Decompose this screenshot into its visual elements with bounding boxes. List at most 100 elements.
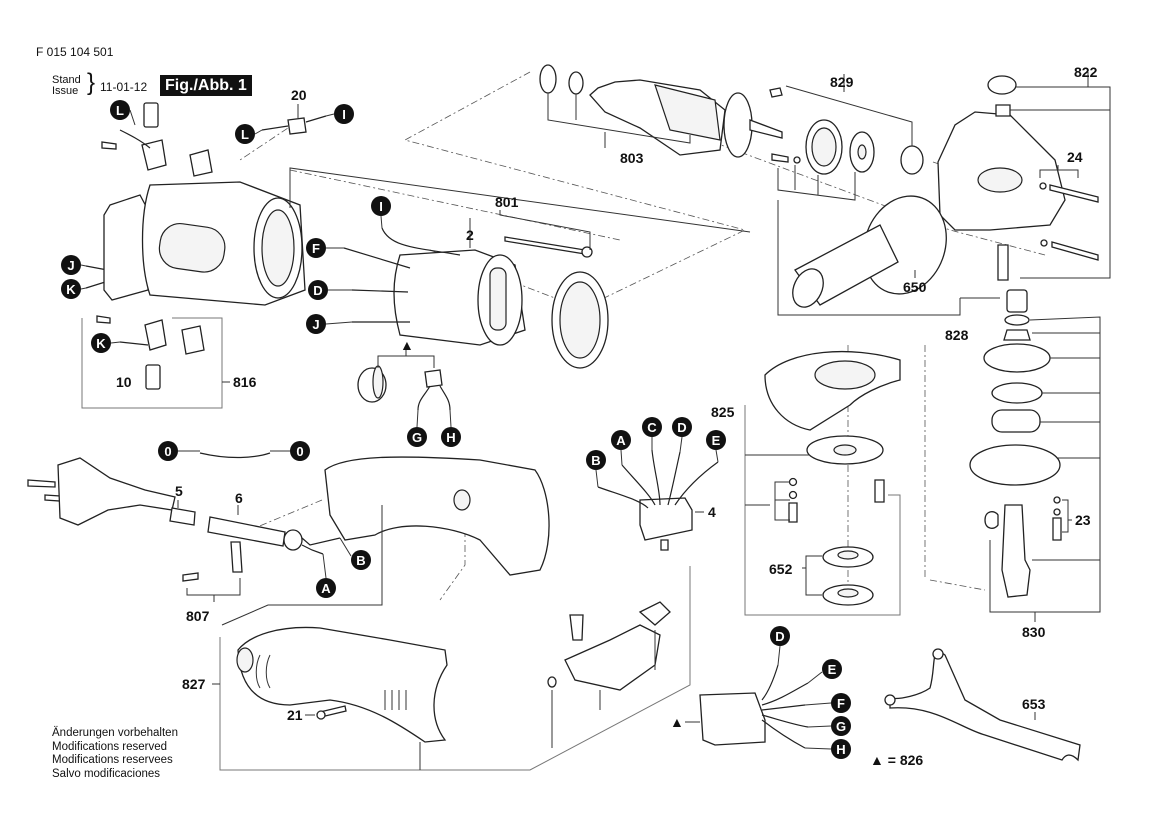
part-number-801: 801 xyxy=(495,194,519,210)
callout-I-stator: I xyxy=(371,196,391,216)
gear-housing-screws xyxy=(1039,182,1099,261)
svg-text:H: H xyxy=(836,742,845,757)
guard-screws xyxy=(788,477,885,523)
motor-housing xyxy=(103,181,306,306)
callout-D-stator: D xyxy=(308,280,328,300)
part-number-24: 24 xyxy=(1067,149,1083,165)
svg-text:G: G xyxy=(836,719,846,734)
svg-text:B: B xyxy=(591,453,600,468)
callout-D-module: D xyxy=(770,626,790,646)
lock-lever-mechanism xyxy=(547,601,671,691)
carbon-brush-lower xyxy=(145,364,161,390)
svg-text:I: I xyxy=(379,199,383,214)
note-fr: Modifications reservees xyxy=(52,754,173,766)
part-number-20: 20 xyxy=(291,87,307,103)
svg-text:C: C xyxy=(647,420,657,435)
group-box-825 xyxy=(744,405,901,616)
two-pin-spanner xyxy=(884,648,1081,762)
callout-G-upper: G xyxy=(407,427,427,447)
callout-0-left: 0 xyxy=(158,441,178,461)
svg-text:B: B xyxy=(356,553,365,568)
svg-text:0: 0 xyxy=(296,444,303,459)
triangle-marker-upper: ▲ xyxy=(400,337,414,353)
part-number-828: 828 xyxy=(945,327,969,343)
bearing-flange xyxy=(983,343,1051,373)
part-number-827: 827 xyxy=(182,676,206,692)
part-number-21: 21 xyxy=(287,707,303,723)
legend-text: = 826 xyxy=(887,752,924,768)
screw-upper xyxy=(101,141,117,150)
part-number-803: 803 xyxy=(620,150,644,166)
callout-B-cable: B xyxy=(351,550,371,570)
electronic-module-lower xyxy=(699,664,809,749)
part-number-816: 816 xyxy=(233,374,257,390)
svg-text:A: A xyxy=(321,581,331,596)
svg-text:I: I xyxy=(342,107,346,122)
locking-pin xyxy=(997,244,1009,281)
svg-text:G: G xyxy=(412,430,422,445)
stand-label: Stand xyxy=(52,74,81,86)
brush-holder-lower xyxy=(144,319,167,351)
triangle-icon: ▲ xyxy=(870,752,884,768)
part-number-822: 822 xyxy=(1074,64,1098,80)
brush-spring-lower xyxy=(181,325,205,355)
callout-G-module: G xyxy=(831,716,851,736)
svg-text:E: E xyxy=(828,662,837,677)
brush-spring-upper xyxy=(189,149,213,177)
protective-guard xyxy=(764,350,901,465)
callout-H-upper: H xyxy=(441,427,461,447)
screw-21 xyxy=(316,705,347,720)
svg-text:H: H xyxy=(446,430,455,445)
callout-L-20: L xyxy=(235,124,255,144)
svg-text:J: J xyxy=(67,258,74,273)
switch-module xyxy=(597,449,719,551)
callout-F-stator: F xyxy=(306,238,326,258)
carbon-brush-upper xyxy=(143,102,159,128)
note-es: Salvo modificaciones xyxy=(52,767,161,780)
callout-B-switch: B xyxy=(586,450,606,470)
through-bolt xyxy=(504,236,593,258)
part-number-830: 830 xyxy=(1022,624,1046,640)
handle-half-shell xyxy=(324,456,550,576)
screws-23 xyxy=(1052,496,1062,541)
svg-text:F: F xyxy=(837,696,845,711)
brush-holder-upper xyxy=(141,139,167,171)
spindle-lock-button xyxy=(987,75,1017,95)
figure-label: Fig./Abb. 1 xyxy=(160,75,252,96)
screw-lower xyxy=(96,315,111,324)
part-number-2: 2 xyxy=(466,227,474,243)
callout-F-module: F xyxy=(831,693,851,713)
part-number-652: 652 xyxy=(769,561,793,577)
gear-housing xyxy=(937,75,1066,231)
bridge-wire xyxy=(199,452,271,459)
callout-0-right: 0 xyxy=(290,441,310,461)
svg-text:D: D xyxy=(677,420,686,435)
part-number-825: 825 xyxy=(711,404,735,420)
cable-clamp xyxy=(182,541,243,582)
spindle-assembly xyxy=(969,289,1061,598)
svg-text:E: E xyxy=(712,433,721,448)
svg-text:L: L xyxy=(116,103,124,118)
part-number-807: 807 xyxy=(186,608,210,624)
callout-K-816: K xyxy=(91,333,111,353)
group-box-827 xyxy=(219,566,691,771)
carbon-brush-holder-lower xyxy=(96,315,205,390)
group-box-816 xyxy=(81,317,223,409)
svg-text:A: A xyxy=(616,433,626,448)
main-handle-cover xyxy=(236,626,448,743)
mains-plug-and-cable xyxy=(27,457,341,555)
svg-text:D: D xyxy=(313,283,322,298)
brace-glyph: } xyxy=(87,69,96,96)
document-number: F 015 104 501 xyxy=(36,45,114,59)
woodruff-key xyxy=(984,511,999,529)
stand-issue-label: Stand Issue xyxy=(52,75,81,97)
part-number-6: 6 xyxy=(235,490,243,506)
part-number-5: 5 xyxy=(175,483,183,499)
issue-label: Issue xyxy=(52,85,79,97)
part-number-650: 650 xyxy=(903,279,927,295)
callout-J-housing: J xyxy=(61,255,81,275)
clamping-flanges xyxy=(822,546,874,606)
output-spindle xyxy=(1001,504,1031,598)
svg-text:D: D xyxy=(775,629,784,644)
